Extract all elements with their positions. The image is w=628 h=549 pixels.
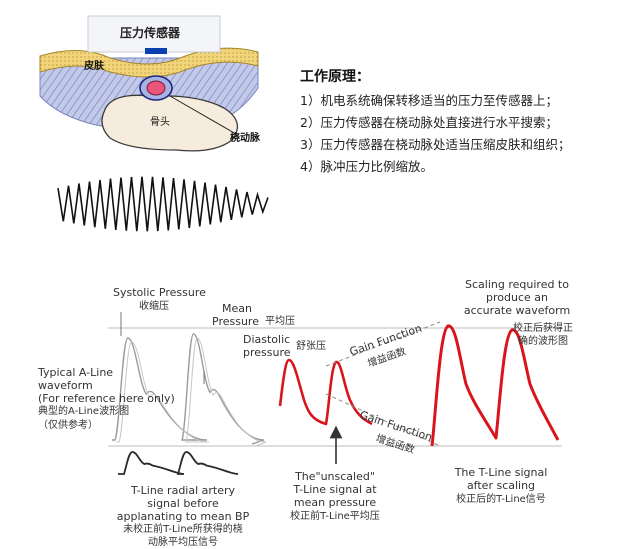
sensor-label: 压力传感器: [120, 26, 181, 40]
a-line-label-1: Typical A-Line: [38, 366, 114, 379]
diastolic-en-2: pressure: [243, 346, 291, 359]
principle-step: 3）压力传感器在桡动脉处适当压缩皮肤和组织；: [300, 137, 571, 152]
artery-label: 桡动脉: [230, 133, 260, 144]
red-waveform-after-scaling: [430, 324, 560, 447]
tonometry-raw-waveform: [57, 176, 269, 232]
a-line-label-2: waveform: [38, 379, 93, 392]
scaling-required-2: produce an: [486, 291, 548, 304]
a-line-waveform-shadow: [116, 337, 267, 447]
unscaled-1: The"unscaled": [295, 470, 375, 483]
gain-function-upper-line: [325, 321, 441, 367]
t-line-before-3: applanating to mean BP: [116, 510, 250, 523]
unscaled-3: mean pressure: [293, 496, 377, 509]
mean-zh: 平均压: [265, 316, 295, 327]
principle-step: 4）脉冲压力比例缩放。: [300, 159, 433, 174]
principle-step: 2）压力传感器在桡动脉处直接进行水平搜索；: [300, 115, 558, 130]
radial-artery: [146, 80, 166, 96]
pressure-sensor: [87, 15, 221, 53]
t-line-before-4: 未校正前T-Line所获得的桡: [123, 524, 243, 535]
mean-en-2: Pressure: [212, 315, 259, 328]
scaling-required-4: 校正后获得正: [513, 323, 573, 334]
after-scaling-3: 校正后的T-Line信号: [456, 494, 546, 505]
scaling-required-3: accurate waveform: [463, 304, 571, 317]
after-scaling-2: after scaling: [466, 479, 536, 492]
diastolic-en-1: Diastolic: [243, 333, 291, 346]
bone-label: 骨头: [150, 117, 170, 128]
t-line-before-5: 动脉平均压信号: [148, 537, 218, 548]
principle-title: 工作原理：: [300, 69, 370, 85]
t-line-before-1: T-Line radial artery: [130, 484, 236, 497]
scaling-required-5: 确的波形图: [518, 336, 568, 347]
a-line-label-3: (For reference here only): [38, 392, 175, 405]
systolic-en: Systolic Pressure: [113, 286, 206, 299]
a-line-label-5: （仅供参考）: [38, 420, 98, 431]
skin-label: 皮肤: [84, 61, 104, 72]
after-scaling-1: The T-Line signal: [454, 466, 548, 479]
principle-step: 1）机电系统确保转移适当的压力至传感器上；: [300, 93, 558, 108]
t-line-unscaled-waveform: [118, 451, 239, 475]
t-line-before-2: signal before: [147, 497, 219, 510]
artery-leader-line: [169, 95, 237, 135]
scaling-required-1: Scaling required to: [465, 278, 569, 291]
unscaled-4: 校正前T-Line平均压: [290, 511, 380, 522]
principle-list: 1）机电系统确保转移适当的压力至传感器上； 2）压力传感器在桡动脉处直接进行水平…: [300, 90, 570, 178]
mean-en-1: Mean: [222, 302, 252, 315]
diastolic-zh: 舒张压: [296, 341, 326, 352]
systolic-zh: 收缩压: [139, 301, 169, 312]
skin-band: [39, 47, 259, 78]
red-waveform-mean-pressure: [278, 358, 373, 426]
a-line-label-4: 典型的A-Line波形图: [38, 406, 130, 417]
sensor-contact-bar: [145, 48, 167, 54]
unscaled-2: T-Line signal at: [293, 483, 377, 496]
